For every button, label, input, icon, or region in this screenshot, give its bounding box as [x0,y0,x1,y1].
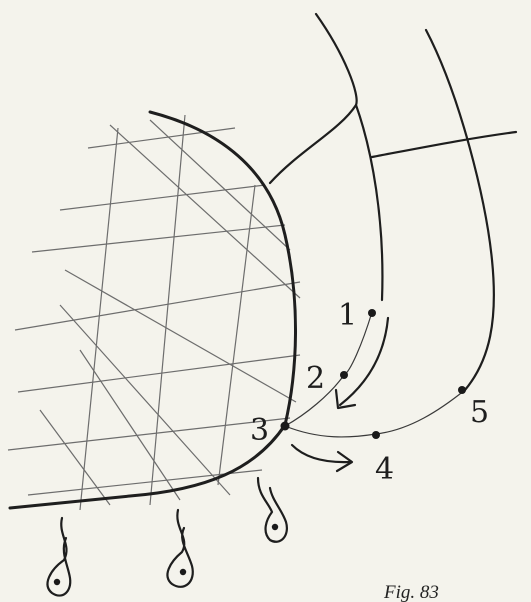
thread-1-to-3 [285,312,372,426]
point-4-label: 4 [375,452,394,487]
point-5-dot [458,386,466,394]
point-3-label: 3 [250,413,269,448]
point-4-dot [372,431,380,439]
figure-caption: Fig. 83 [383,582,439,602]
cross-bar-lower [372,132,516,157]
point-1-label: 1 [338,298,357,333]
point-2-dot [340,371,348,379]
point-5-label: 5 [470,395,489,430]
pin-loop-middle [167,510,192,587]
thread-3-to-5 [285,390,465,437]
pin-loop-left [48,518,71,596]
ground-outline-right [150,112,296,425]
pin-loop-right [258,478,287,542]
cross-bar-upper [270,105,356,183]
arrow-1-to-3-head [336,390,355,408]
outer-curve-right [426,30,494,390]
point-3-dot [281,422,290,431]
ground-outline-bottom [10,425,285,508]
point-1-dot [368,309,376,317]
point-2-label: 2 [306,361,325,396]
